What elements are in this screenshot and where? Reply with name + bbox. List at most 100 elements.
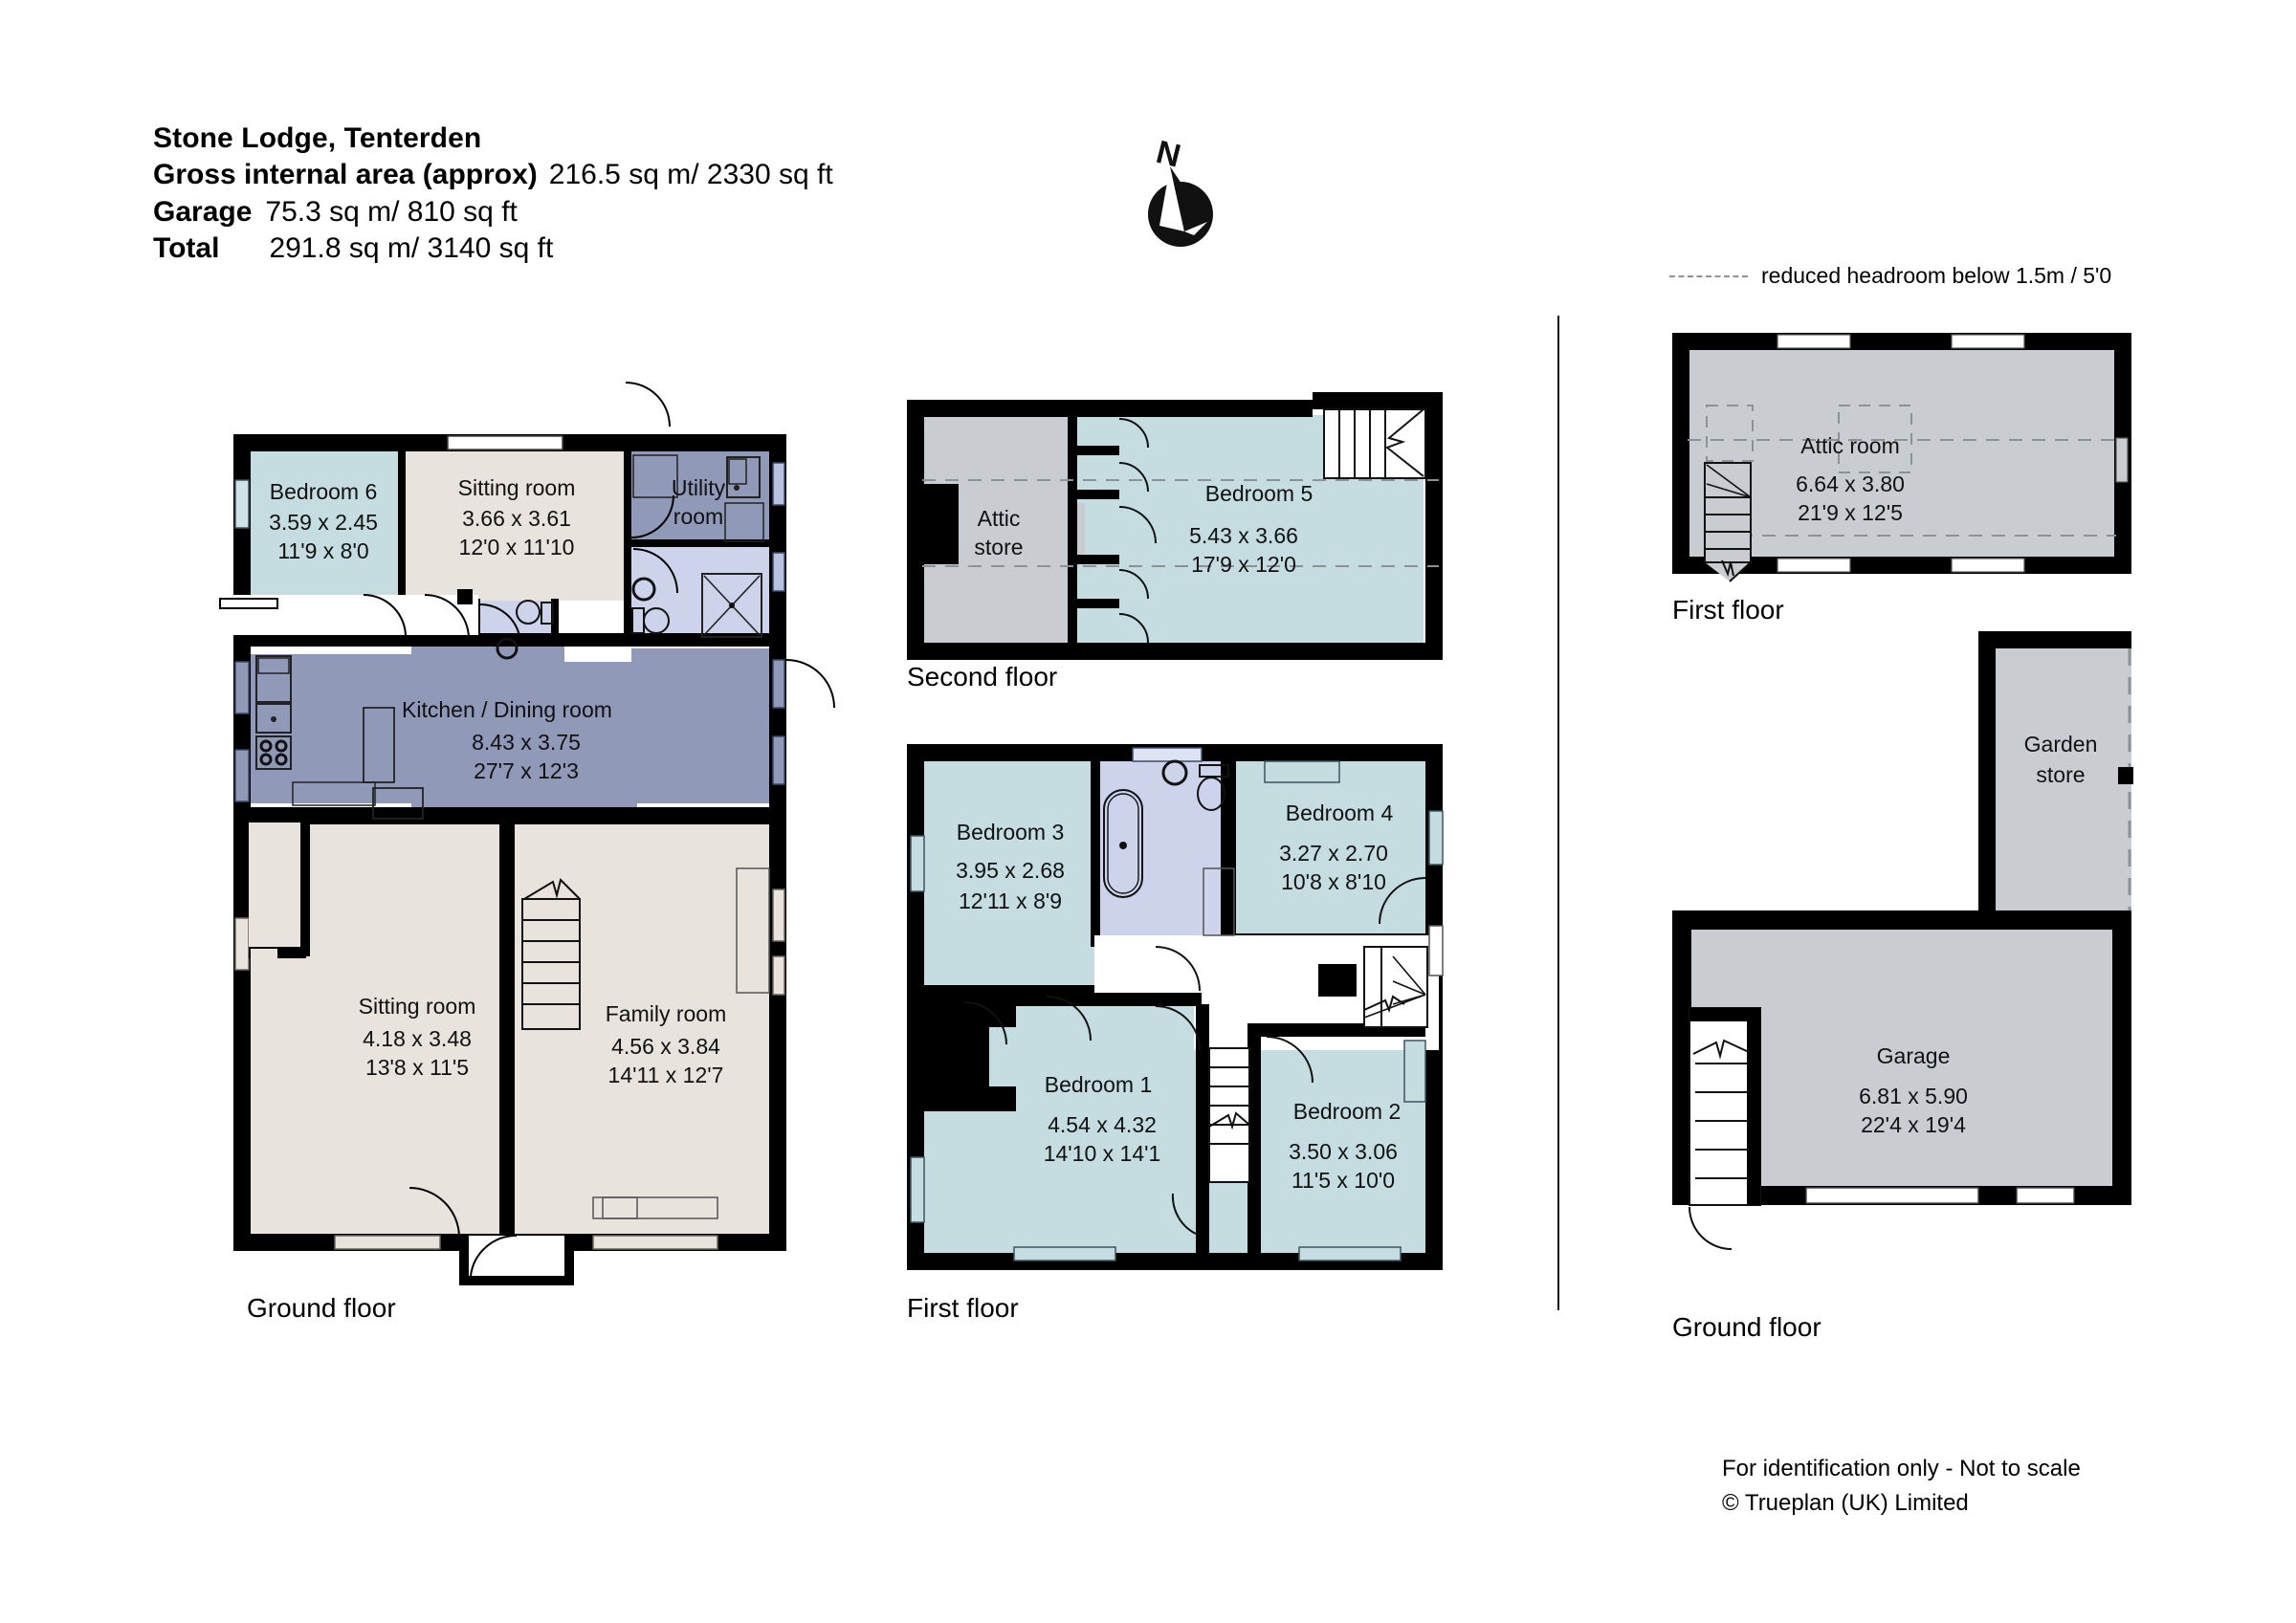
wall-garage-left — [1672, 910, 1691, 1205]
page-title: Stone Lodge, Tenterden — [153, 122, 482, 154]
window-sitting-upper — [447, 435, 563, 450]
window-bathroom — [1132, 747, 1203, 762]
room-name: Garden — [2024, 732, 2098, 757]
shower-drain-icon — [729, 603, 735, 608]
wc-pan-icon-b — [516, 600, 541, 625]
wall-sitting-utility — [624, 451, 631, 641]
garden-store-door-jamb — [2118, 767, 2133, 784]
stairs-family-room — [521, 878, 581, 1030]
wc-cistern-icon — [1199, 764, 1229, 778]
room-imperial: 11'9 x 8'0 — [277, 538, 368, 563]
door-sitting-upper — [424, 594, 470, 640]
landing-nib — [1318, 964, 1357, 997]
room-imperial: 27'7 x 12'3 — [474, 758, 579, 783]
kitchen-drainer-icon — [257, 657, 290, 674]
cupboard-div-2 — [1077, 490, 1119, 499]
door-cupboard-bedroom1 — [963, 1001, 1007, 1045]
headroom-legend: reduced headroom below 1.5m / 5'0 — [1669, 263, 2111, 289]
window-bedroom4 — [1264, 760, 1340, 783]
kitchen-hob-icon — [255, 735, 292, 770]
wall-garage-top — [1672, 910, 2131, 930]
cupboard-door-2 — [1118, 462, 1149, 493]
room-metric: 8.43 x 3.75 — [472, 730, 581, 755]
room-imperial: 21'9 x 12'5 — [1798, 500, 1903, 525]
wall-top-a — [907, 400, 1313, 417]
door-shower — [632, 548, 678, 594]
room-fill-bedroom4 — [1236, 761, 1425, 943]
room-imperial: 11'5 x 10'0 — [1292, 1168, 1395, 1193]
caption-second-floor: Second floor — [907, 662, 1058, 691]
rooflight-bottom-b — [1951, 558, 2025, 573]
bedroom2-wardrobe — [1403, 1040, 1426, 1103]
header-title-line: Stone Lodge, Tenterden — [153, 121, 833, 157]
utility-unit-icon — [632, 454, 678, 498]
cupboard-div-3 — [1077, 555, 1119, 564]
room-imperial: 14'10 x 14'1 — [1044, 1141, 1161, 1166]
north-compass: N — [1125, 134, 1230, 256]
label-garage: Garage 6.81 x 5.90 22'4 x 19'4 — [1859, 1043, 1968, 1137]
room-fill-garage — [1689, 928, 2131, 1205]
room-metric: 4.54 x 4.32 — [1048, 1112, 1157, 1137]
hob-ring-2 — [275, 739, 288, 753]
door-attic-store — [1118, 506, 1157, 544]
room-fill-family-room — [515, 822, 769, 1243]
cupboard-door-4 — [1118, 613, 1149, 644]
wall-garden-store-top — [1978, 631, 2131, 648]
caption-ground-floor-main: Ground floor — [247, 1293, 396, 1323]
wall-left — [1672, 333, 1689, 574]
wall-garage-right — [2112, 910, 2131, 1205]
window-sitting-lower-left — [234, 917, 250, 971]
label-attic-room: Attic room 6.64 x 3.80 21'9 x 12'5 — [1796, 433, 1905, 525]
wall-kitchen-lower — [233, 807, 786, 824]
utility-sink-icon — [726, 456, 761, 498]
room-fill-bathroom — [1098, 761, 1221, 943]
room-fill-garden-store — [1994, 648, 2131, 928]
window-utility — [772, 462, 785, 506]
room-name: Attic — [978, 506, 1021, 531]
door-bedroom3 — [1046, 996, 1092, 1042]
wall-right — [1425, 392, 1443, 658]
wall-bed2-left — [1247, 1031, 1261, 1253]
bath-inner — [1107, 793, 1139, 894]
rooflight-top-a — [1777, 334, 1851, 349]
door-utility — [630, 494, 674, 538]
door-sitting-lower — [408, 1187, 460, 1239]
stairs-arrow-up — [1363, 995, 1405, 1014]
garage-area-label: Garage — [153, 195, 253, 228]
wall-bath-bed4 — [1221, 761, 1236, 943]
cupboard-div-4 — [1077, 599, 1119, 608]
wall-garden-store-left — [1978, 631, 1996, 930]
wall-mid-horizontal — [249, 633, 784, 647]
header-total-line: Total 291.8 sq m/ 3140 sq ft — [153, 230, 833, 267]
door-bedroom4 — [1379, 877, 1426, 925]
stairs-second-floor — [1323, 408, 1426, 479]
window-family-bottom — [592, 1235, 718, 1250]
door-bedroom2 — [1266, 1036, 1314, 1084]
door-bathroom — [1155, 946, 1201, 992]
label-garden-store: Garden store — [2024, 732, 2098, 787]
family-room-fitting-c — [592, 1196, 638, 1219]
room-metric: 3.95 x 2.68 — [956, 858, 1065, 883]
door-bedroom1 — [1155, 1005, 1201, 1051]
wall-bottom — [907, 643, 1443, 660]
wc-pan-icon-a — [643, 607, 670, 634]
sitting-lower-recess-wall — [300, 822, 310, 956]
door-garage-external — [1689, 1206, 1733, 1250]
headroom-legend-label: reduced headroom below 1.5m / 5'0 — [1761, 263, 2112, 288]
header-garage-line: Garage 75.3 sq m/ 810 sq ft — [153, 194, 833, 230]
window-kitchen-d — [772, 735, 785, 785]
room-name: Attic room — [1800, 433, 1900, 458]
label-kitchen-dining: Kitchen / Dining room 8.43 x 3.75 27'7 x… — [402, 697, 612, 783]
room-metric: 5.43 x 3.66 — [1189, 523, 1298, 548]
label-bedroom6: Bedroom 6 3.59 x 2.45 11'9 x 8'0 — [269, 479, 378, 563]
room-imperial: 12'11 x 8'9 — [959, 888, 1062, 913]
room-name: Bedroom 1 — [1045, 1072, 1153, 1097]
wall-right-lower — [769, 639, 786, 1251]
utility-drainer-icon — [728, 458, 747, 485]
label-sitting-room-upper: Sitting room 3.66 x 3.61 12'0 x 11'10 — [458, 475, 576, 559]
room-imperial: 12'0 x 11'10 — [459, 535, 575, 559]
room-name-cont: store — [974, 535, 1023, 559]
stairs-first-floor-main — [1208, 1047, 1250, 1183]
label-sitting-room-lower: Sitting room 4.18 x 3.48 13'8 x 11'5 — [359, 994, 476, 1080]
